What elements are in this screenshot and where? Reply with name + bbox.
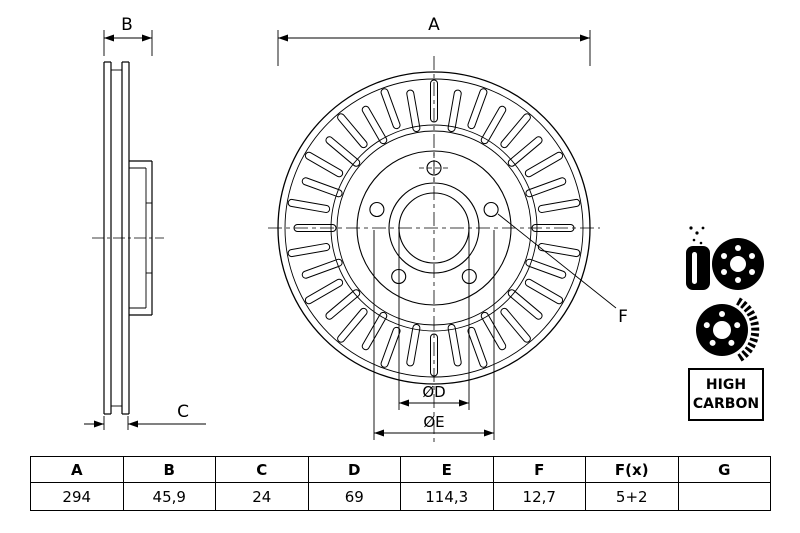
disc-side-view xyxy=(92,61,164,415)
brake-disc-assembly-icon xyxy=(686,226,764,290)
spec-value-g xyxy=(677,482,771,511)
spec-header-d: D xyxy=(307,456,401,483)
spec-header-row: A B C D E F F(x) G xyxy=(30,456,771,483)
dim-label-e: ØE xyxy=(423,413,444,431)
dim-label-d: ØD xyxy=(422,383,445,401)
spec-header-c: C xyxy=(215,456,309,483)
high-carbon-badge: HIGH CARBON xyxy=(688,368,764,421)
dim-label-f: F xyxy=(618,307,628,327)
spec-header-b: B xyxy=(122,456,216,483)
spec-value-b: 45,9 xyxy=(122,482,216,511)
dim-label-c: C xyxy=(177,402,189,422)
spec-header-fx: F(x) xyxy=(585,456,679,483)
spec-value-d: 69 xyxy=(307,482,401,511)
high-carbon-line2: CARBON xyxy=(692,395,760,412)
spec-header-f: F xyxy=(492,456,586,483)
spec-header-e: E xyxy=(400,456,494,483)
spec-value-f: 12,7 xyxy=(492,482,586,511)
centerlines xyxy=(268,56,600,446)
dim-label-a: A xyxy=(428,15,440,35)
spec-value-e: 114,3 xyxy=(400,482,494,511)
drawing-svg: A B C ØD ØE F xyxy=(84,15,764,446)
spec-value-row: 294 45,9 24 69 114,3 12,7 5+2 xyxy=(30,482,771,511)
spec-value-fx: 5+2 xyxy=(585,482,679,511)
disc-front-view xyxy=(268,56,600,446)
dimension-lines xyxy=(84,30,617,440)
spec-value-a: 294 xyxy=(30,482,124,511)
dim-label-b: B xyxy=(121,15,133,35)
spec-table: A B C D E F F(x) G 294 45,9 24 69 114,3 … xyxy=(30,456,771,511)
ventilation-slots xyxy=(287,79,581,377)
brake-disc-vented-icon xyxy=(696,297,760,363)
spec-header-a: A xyxy=(30,456,124,483)
spec-header-g: G xyxy=(677,456,771,483)
high-carbon-line1: HIGH xyxy=(705,377,747,394)
spec-value-c: 24 xyxy=(215,482,309,511)
